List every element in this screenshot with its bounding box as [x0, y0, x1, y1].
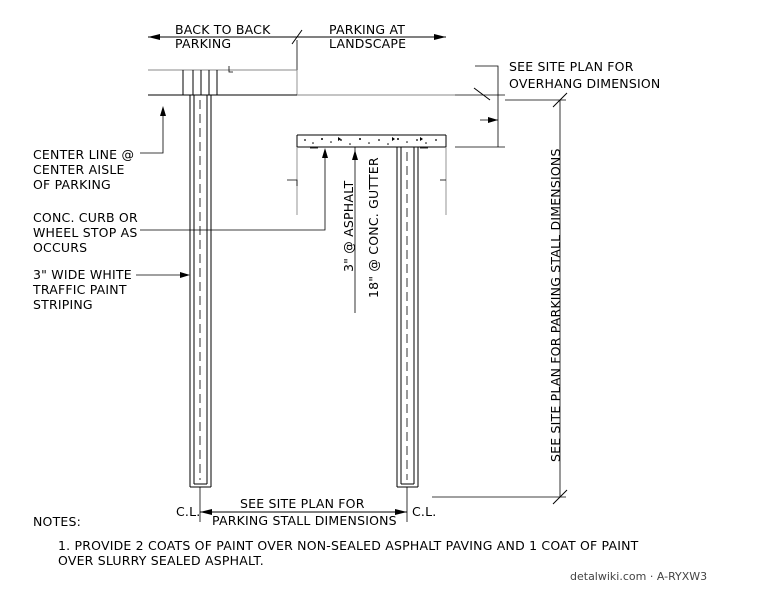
striping-label-2: TRAFFIC PAINT — [32, 282, 127, 297]
bottom-label-2: PARKING STALL DIMENSIONS — [212, 513, 397, 528]
overhang-label-1: SEE SITE PLAN FOR — [509, 59, 634, 74]
note-line-2: OVER SLURRY SEALED ASPHALT. — [58, 553, 264, 568]
right-stall-stripe — [396, 147, 419, 488]
note-line-1: 1. PROVIDE 2 COATS OF PAINT OVER NON-SEA… — [58, 538, 639, 553]
callout-striping: 3" WIDE WHITE TRAFFIC PAINT STRIPING — [32, 267, 190, 312]
top-left-label-2: PARKING — [175, 36, 231, 51]
left-stall-stripe — [189, 95, 212, 488]
center-line-label-1: CENTER LINE @ — [33, 147, 134, 162]
overhang-dimension: SEE SITE PLAN FOR OVERHANG DIMENSION — [455, 59, 660, 148]
curb-label-3: OCCURS — [33, 240, 87, 255]
top-right-label-1: PARKING AT — [329, 22, 405, 37]
bottom-label-1: SEE SITE PLAN FOR — [240, 496, 365, 511]
center-line-label-3: OF PARKING — [33, 177, 111, 192]
striping-label-1: 3" WIDE WHITE — [33, 267, 132, 282]
notes-heading: NOTES: — [33, 514, 81, 529]
vertical-dimension-label: SEE SITE PLAN FOR PARKING STALL DIMENSIO… — [548, 148, 563, 462]
overhang-label-2: OVERHANG DIMENSION — [509, 76, 660, 91]
top-left-label-1: BACK TO BACK — [175, 22, 271, 37]
cl-left-label: C.L. — [176, 504, 200, 519]
gutter-label: 18" @ CONC. GUTTER — [366, 157, 381, 298]
cl-right-label: C.L. — [412, 504, 436, 519]
center-line-label-2: CENTER AISLE — [33, 162, 125, 177]
callout-curb: CONC. CURB OR WHEEL STOP AS OCCURS — [33, 148, 328, 255]
watermark: detalwiki.com · A-RYXW3 — [570, 570, 707, 583]
notes: NOTES: 1. PROVIDE 2 COATS OF PAINT OVER … — [33, 514, 639, 568]
top-right-label-2: LANDSCAPE — [329, 36, 406, 51]
curb-label-1: CONC. CURB OR — [33, 210, 138, 225]
curb-height-labels: 3" @ ASPHALT 18" @ CONC. GUTTER — [341, 147, 381, 313]
curb-label-2: WHEEL STOP AS — [33, 225, 138, 240]
concrete-stipple — [304, 137, 437, 145]
callout-center-line: CENTER LINE @ CENTER AISLE OF PARKING — [33, 106, 166, 192]
bottom-dimension: SEE SITE PLAN FOR PARKING STALL DIMENSIO… — [176, 487, 436, 528]
asphalt-label: 3" @ ASPHALT — [341, 180, 356, 272]
right-vertical-dimension: SEE SITE PLAN FOR PARKING STALL DIMENSIO… — [432, 92, 568, 505]
striping-label-3: STRIPING — [33, 297, 93, 312]
top-dimension: BACK TO BACK PARKING PARKING AT LANDSCAP… — [148, 22, 446, 70]
